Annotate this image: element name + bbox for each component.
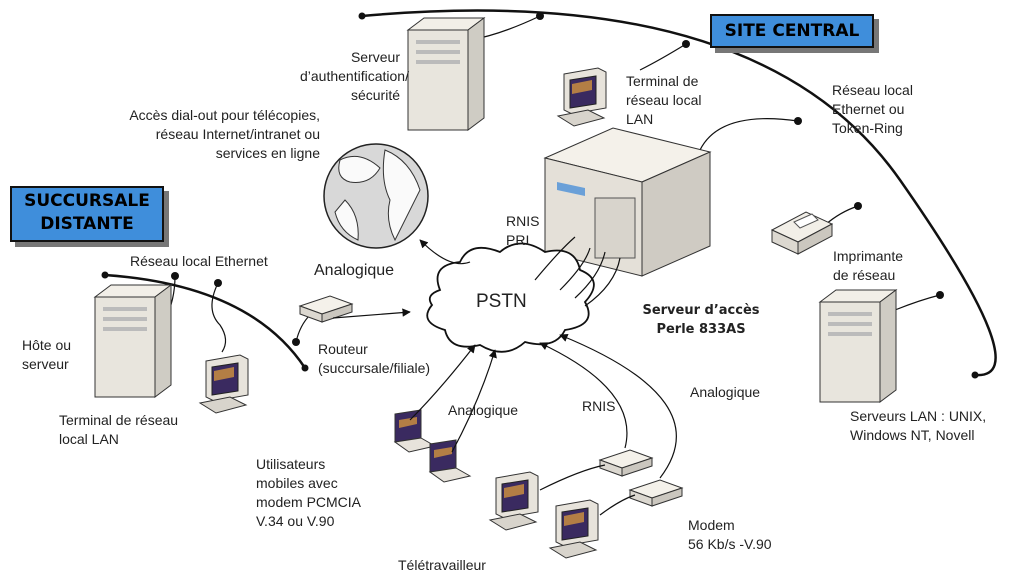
- access-server-label: Serveur d’accès Perle 833AS: [636, 301, 766, 339]
- dialout-line-2: réseau Internet/intranet ou: [155, 126, 320, 142]
- dialout-line-1: Accès dial-out pour télécopies,: [129, 107, 320, 123]
- auth-server-line-2: d’authentification/: [300, 68, 409, 84]
- modem-line-1: Modem: [688, 517, 735, 533]
- lan-servers-line-1: Serveurs LAN : UNIX,: [850, 408, 987, 424]
- mobile-users-label: Utilisateurs mobiles avec modem PCMCIA V…: [256, 455, 361, 531]
- central-terminal-line-3: LAN: [626, 111, 654, 127]
- central-lan-line-2: Ethernet ou: [832, 101, 905, 117]
- teleworker-terminal-2-icon: [549, 499, 599, 559]
- mobile-users-line-3: modem PCMCIA: [256, 494, 362, 510]
- auth-server-label: Serveur d’authentification/ sécurité: [300, 48, 409, 105]
- router-line-1: Routeur: [318, 341, 368, 357]
- rnis-box-icon: [599, 449, 653, 477]
- succursale-line-1: SUCCURSALE: [24, 191, 150, 211]
- mobile-users-line-2: mobiles avec: [256, 475, 338, 491]
- dialout-line-3: services en ligne: [215, 145, 320, 161]
- dialout-label: Accès dial-out pour télécopies, réseau I…: [80, 106, 320, 163]
- central-lan-line-1: Réseau local: [832, 82, 913, 98]
- branch-lan-line: [104, 273, 307, 369]
- teleworker-label: Télétravailleur: [398, 557, 486, 573]
- modem-box-icon: [629, 479, 683, 507]
- access-server-icon: [543, 127, 712, 277]
- rnis-pri-line-2: PRI: [506, 232, 530, 248]
- rnis-pri-label: RNIS PRI: [506, 212, 539, 250]
- central-terminal-icon: [557, 67, 607, 127]
- host-label: Hôte ou serveur: [22, 336, 71, 374]
- branch-terminal-line-2: local LAN: [59, 431, 119, 447]
- printer-icon: [770, 211, 834, 255]
- auth-server-icon: [407, 17, 485, 131]
- branch-lan-label: Réseau local Ethernet: [130, 253, 268, 269]
- teleworker-terminal-1-icon: [489, 471, 539, 531]
- rnis-label: RNIS: [582, 398, 616, 414]
- central-lan-line: [361, 9, 997, 377]
- central-lan-label: Réseau local Ethernet ou Token-Ring: [832, 81, 913, 138]
- auth-server-line-1: Serveur: [350, 49, 400, 65]
- mobile-users-line-4: V.34 ou V.90: [256, 513, 335, 529]
- mobile-users-line-1: Utilisateurs: [256, 456, 326, 472]
- printer-line-1: Imprimante: [833, 248, 904, 264]
- mobile-laptop-2-icon: [429, 439, 471, 483]
- router-label: Routeur (succursale/filiale): [318, 340, 430, 378]
- succursale-line-2: DISTANTE: [40, 214, 134, 234]
- analog-mobile-label: Analogique: [448, 402, 519, 418]
- modem-line-2: 56 Kb/s -V.90: [688, 536, 772, 552]
- host-line-1: Hôte ou: [22, 337, 72, 353]
- central-terminal-line-2: réseau local: [626, 92, 702, 108]
- branch-terminal-label: Terminal de réseau local LAN: [59, 411, 178, 449]
- analog-top-label: Analogique: [314, 262, 395, 279]
- pstn-label: PSTN: [476, 291, 527, 312]
- central-terminal-label: Terminal de réseau local LAN: [626, 72, 702, 129]
- modem-label: Modem 56 Kb/s -V.90: [688, 516, 772, 554]
- auth-server-line-3: sécurité: [350, 87, 400, 103]
- analog-right-label: Analogique: [690, 384, 761, 400]
- printer-line-2: de réseau: [833, 267, 896, 283]
- lan-servers-line-2: Windows NT, Novell: [850, 427, 975, 443]
- mobile-laptop-1-icon: [394, 409, 436, 453]
- lan-servers-label: Serveurs LAN : UNIX, Windows NT, Novell: [850, 407, 986, 445]
- lan-servers-icon: [819, 289, 897, 403]
- central-terminal-line-1: Terminal de: [626, 73, 699, 89]
- pstn-cloud-icon: [426, 242, 595, 353]
- access-server-line-2: Perle 833AS: [656, 322, 746, 337]
- site-central-box: SITE CENTRAL: [710, 14, 874, 48]
- succursale-box: SUCCURSALE DISTANTE: [10, 186, 164, 242]
- globe-icon: [323, 143, 429, 249]
- branch-terminal-line-1: Terminal de réseau: [59, 412, 179, 428]
- rnis-pri-line-1: RNIS: [506, 213, 540, 229]
- access-server-line-1: Serveur d’accès: [642, 303, 760, 318]
- host-server-icon: [94, 284, 172, 398]
- router-line-2: (succursale/filiale): [318, 360, 431, 376]
- branch-terminal-icon: [199, 354, 249, 414]
- host-line-2: serveur: [22, 356, 69, 372]
- printer-label: Imprimante de réseau: [833, 247, 903, 285]
- central-lan-line-3: Token-Ring: [832, 120, 903, 136]
